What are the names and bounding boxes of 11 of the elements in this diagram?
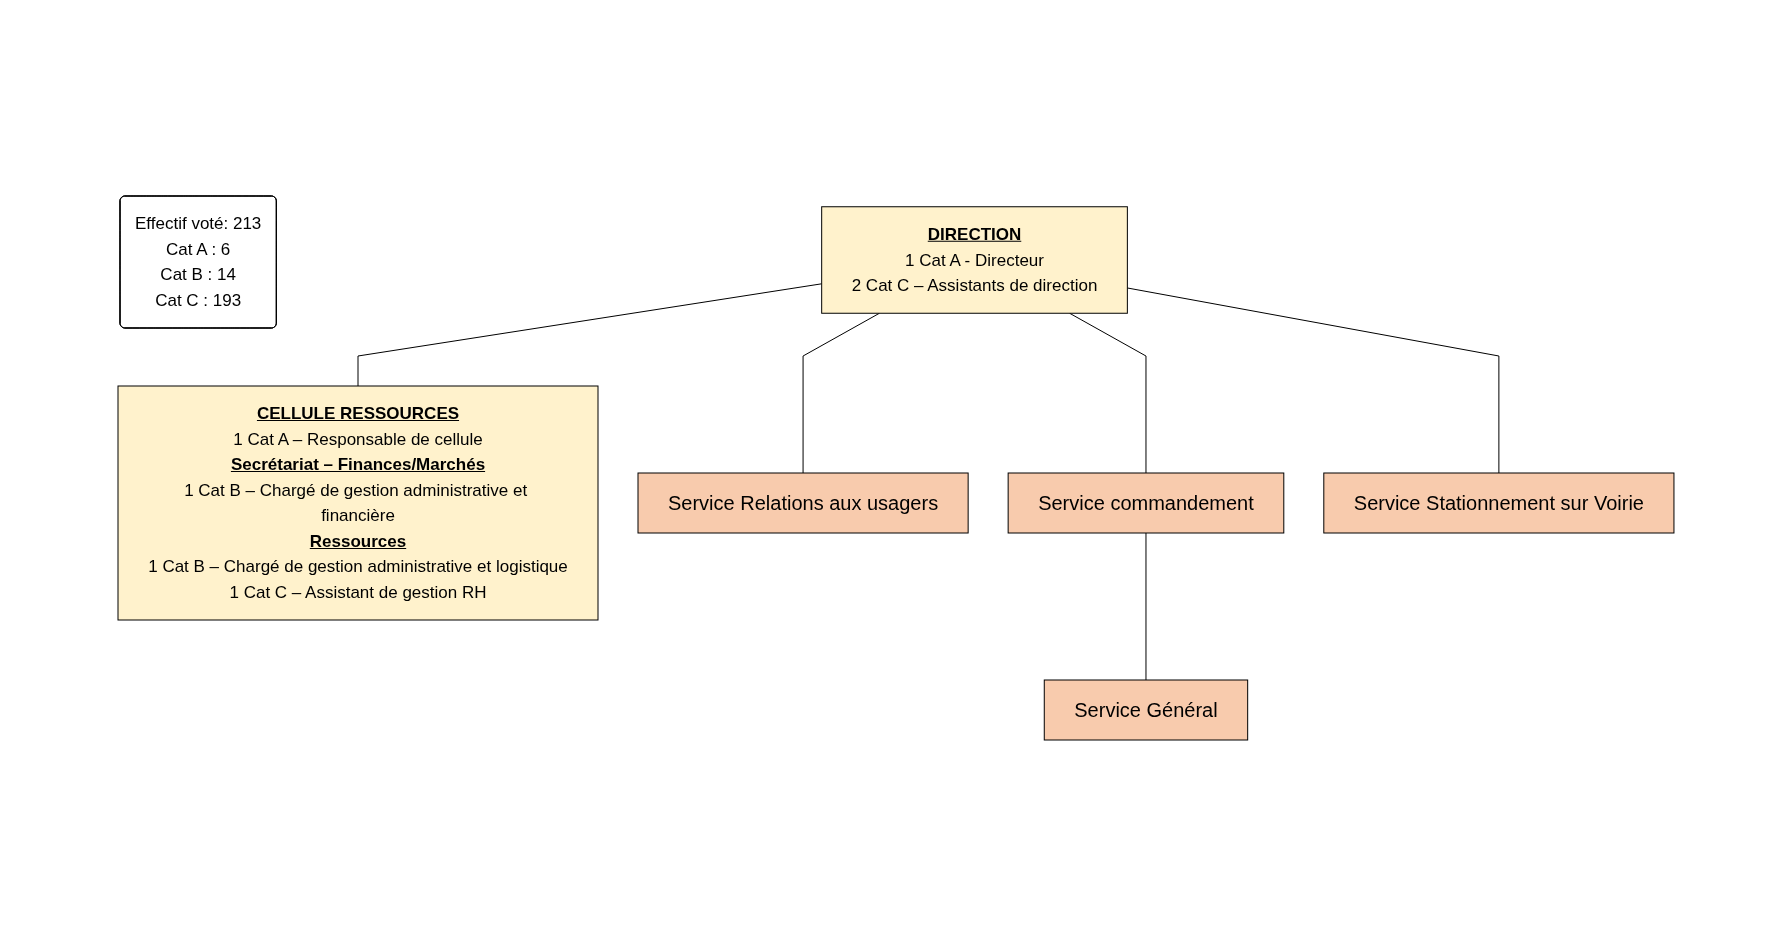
connector [802,312,880,473]
node-box: DIRECTION 1 Cat A - Directeur 2 Cat C – Assistants de direction [820,205,1128,314]
connector [1068,312,1146,473]
connector [357,282,822,386]
node-box: CELLULE RESSOURCES 1 Cat A – Responsable de cellule Secrétariat – Finances/Marchés 1 Cat B – Chargé de gestion administrative et financière Ressources 1 Cat B – Chargé de gestion administrative et logistique 1 Cat C – Assistant de gestion RH [117,385,598,620]
node-box: Service Stationnement sur Voirie [1322,472,1674,533]
connector [1145,532,1146,680]
node-box: Service Général [1043,679,1248,740]
connector [1126,287,1499,473]
node-box: Service Relations aux usagers [637,472,969,533]
node-box: Service commandement [1007,472,1284,533]
